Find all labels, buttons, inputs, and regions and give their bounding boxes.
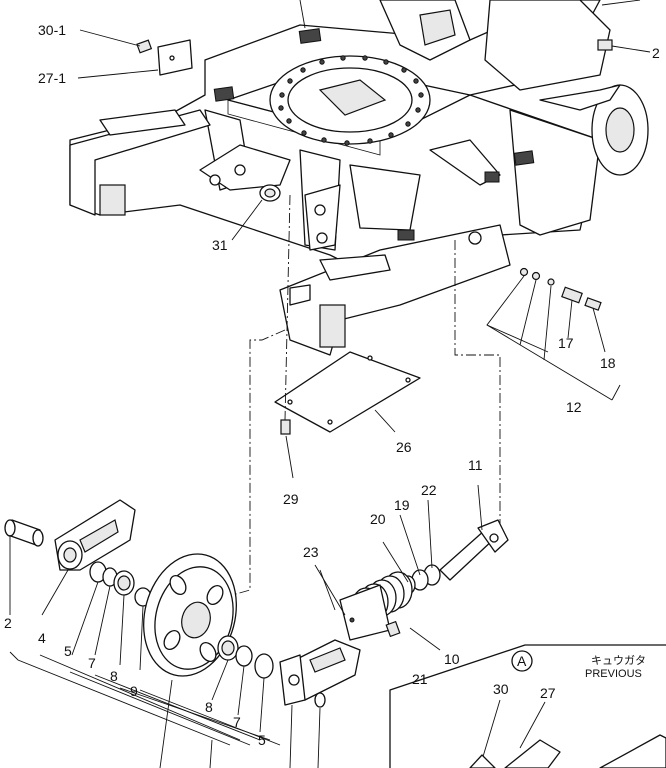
label-7a: 7 — [88, 655, 96, 671]
label-12: 12 — [566, 399, 582, 415]
label-27-1: 27-1 — [38, 70, 66, 86]
label-18: 18 — [600, 355, 616, 371]
label-2-left: 2 — [4, 615, 12, 631]
bolt-30-1 — [136, 39, 153, 54]
callout-letter: A — [517, 653, 527, 669]
label-10: 10 — [444, 651, 460, 667]
recoil-spring-assembly — [279, 519, 509, 708]
label-19: 19 — [394, 497, 410, 513]
label-8a: 8 — [110, 668, 118, 684]
label-5a: 5 — [64, 643, 72, 659]
part-labels: 30-1 27-1 2 31 17 18 12 26 29 11 19 22 2… — [4, 22, 660, 748]
callout-english: PREVIOUS — [585, 668, 642, 680]
bolt-2-top — [597, 39, 613, 51]
label-21: 21 — [412, 671, 428, 687]
label-2-top: 2 — [652, 45, 660, 61]
bolt-holes — [278, 55, 424, 146]
label-17: 17 — [558, 335, 574, 351]
idler-assembly — [4, 499, 274, 679]
callout-japanese: キュウガタ — [591, 654, 646, 667]
callout-box-previous: A キュウガタ PREVIOUS — [389, 644, 666, 768]
label-9: 9 — [130, 683, 138, 699]
label-5b: 5 — [258, 732, 266, 748]
track-frame — [69, 0, 649, 271]
label-30-1: 30-1 — [38, 22, 66, 38]
label-11: 11 — [468, 457, 483, 473]
middle-rail — [279, 224, 511, 356]
label-4: 4 — [38, 630, 46, 646]
label-27: 27 — [540, 685, 556, 701]
leader-lines — [9, 0, 651, 768]
label-20: 20 — [370, 511, 386, 527]
plate-27-1 — [157, 39, 193, 76]
label-30: 30 — [493, 681, 509, 697]
grease-fittings — [486, 267, 621, 401]
label-31: 31 — [212, 237, 228, 253]
label-8b: 8 — [205, 699, 213, 715]
label-22: 22 — [421, 482, 437, 498]
label-7b: 7 — [233, 714, 241, 730]
label-26: 26 — [396, 439, 412, 455]
cover-plate-26 — [274, 351, 421, 479]
label-29: 29 — [283, 491, 299, 507]
label-23: 23 — [303, 544, 319, 560]
